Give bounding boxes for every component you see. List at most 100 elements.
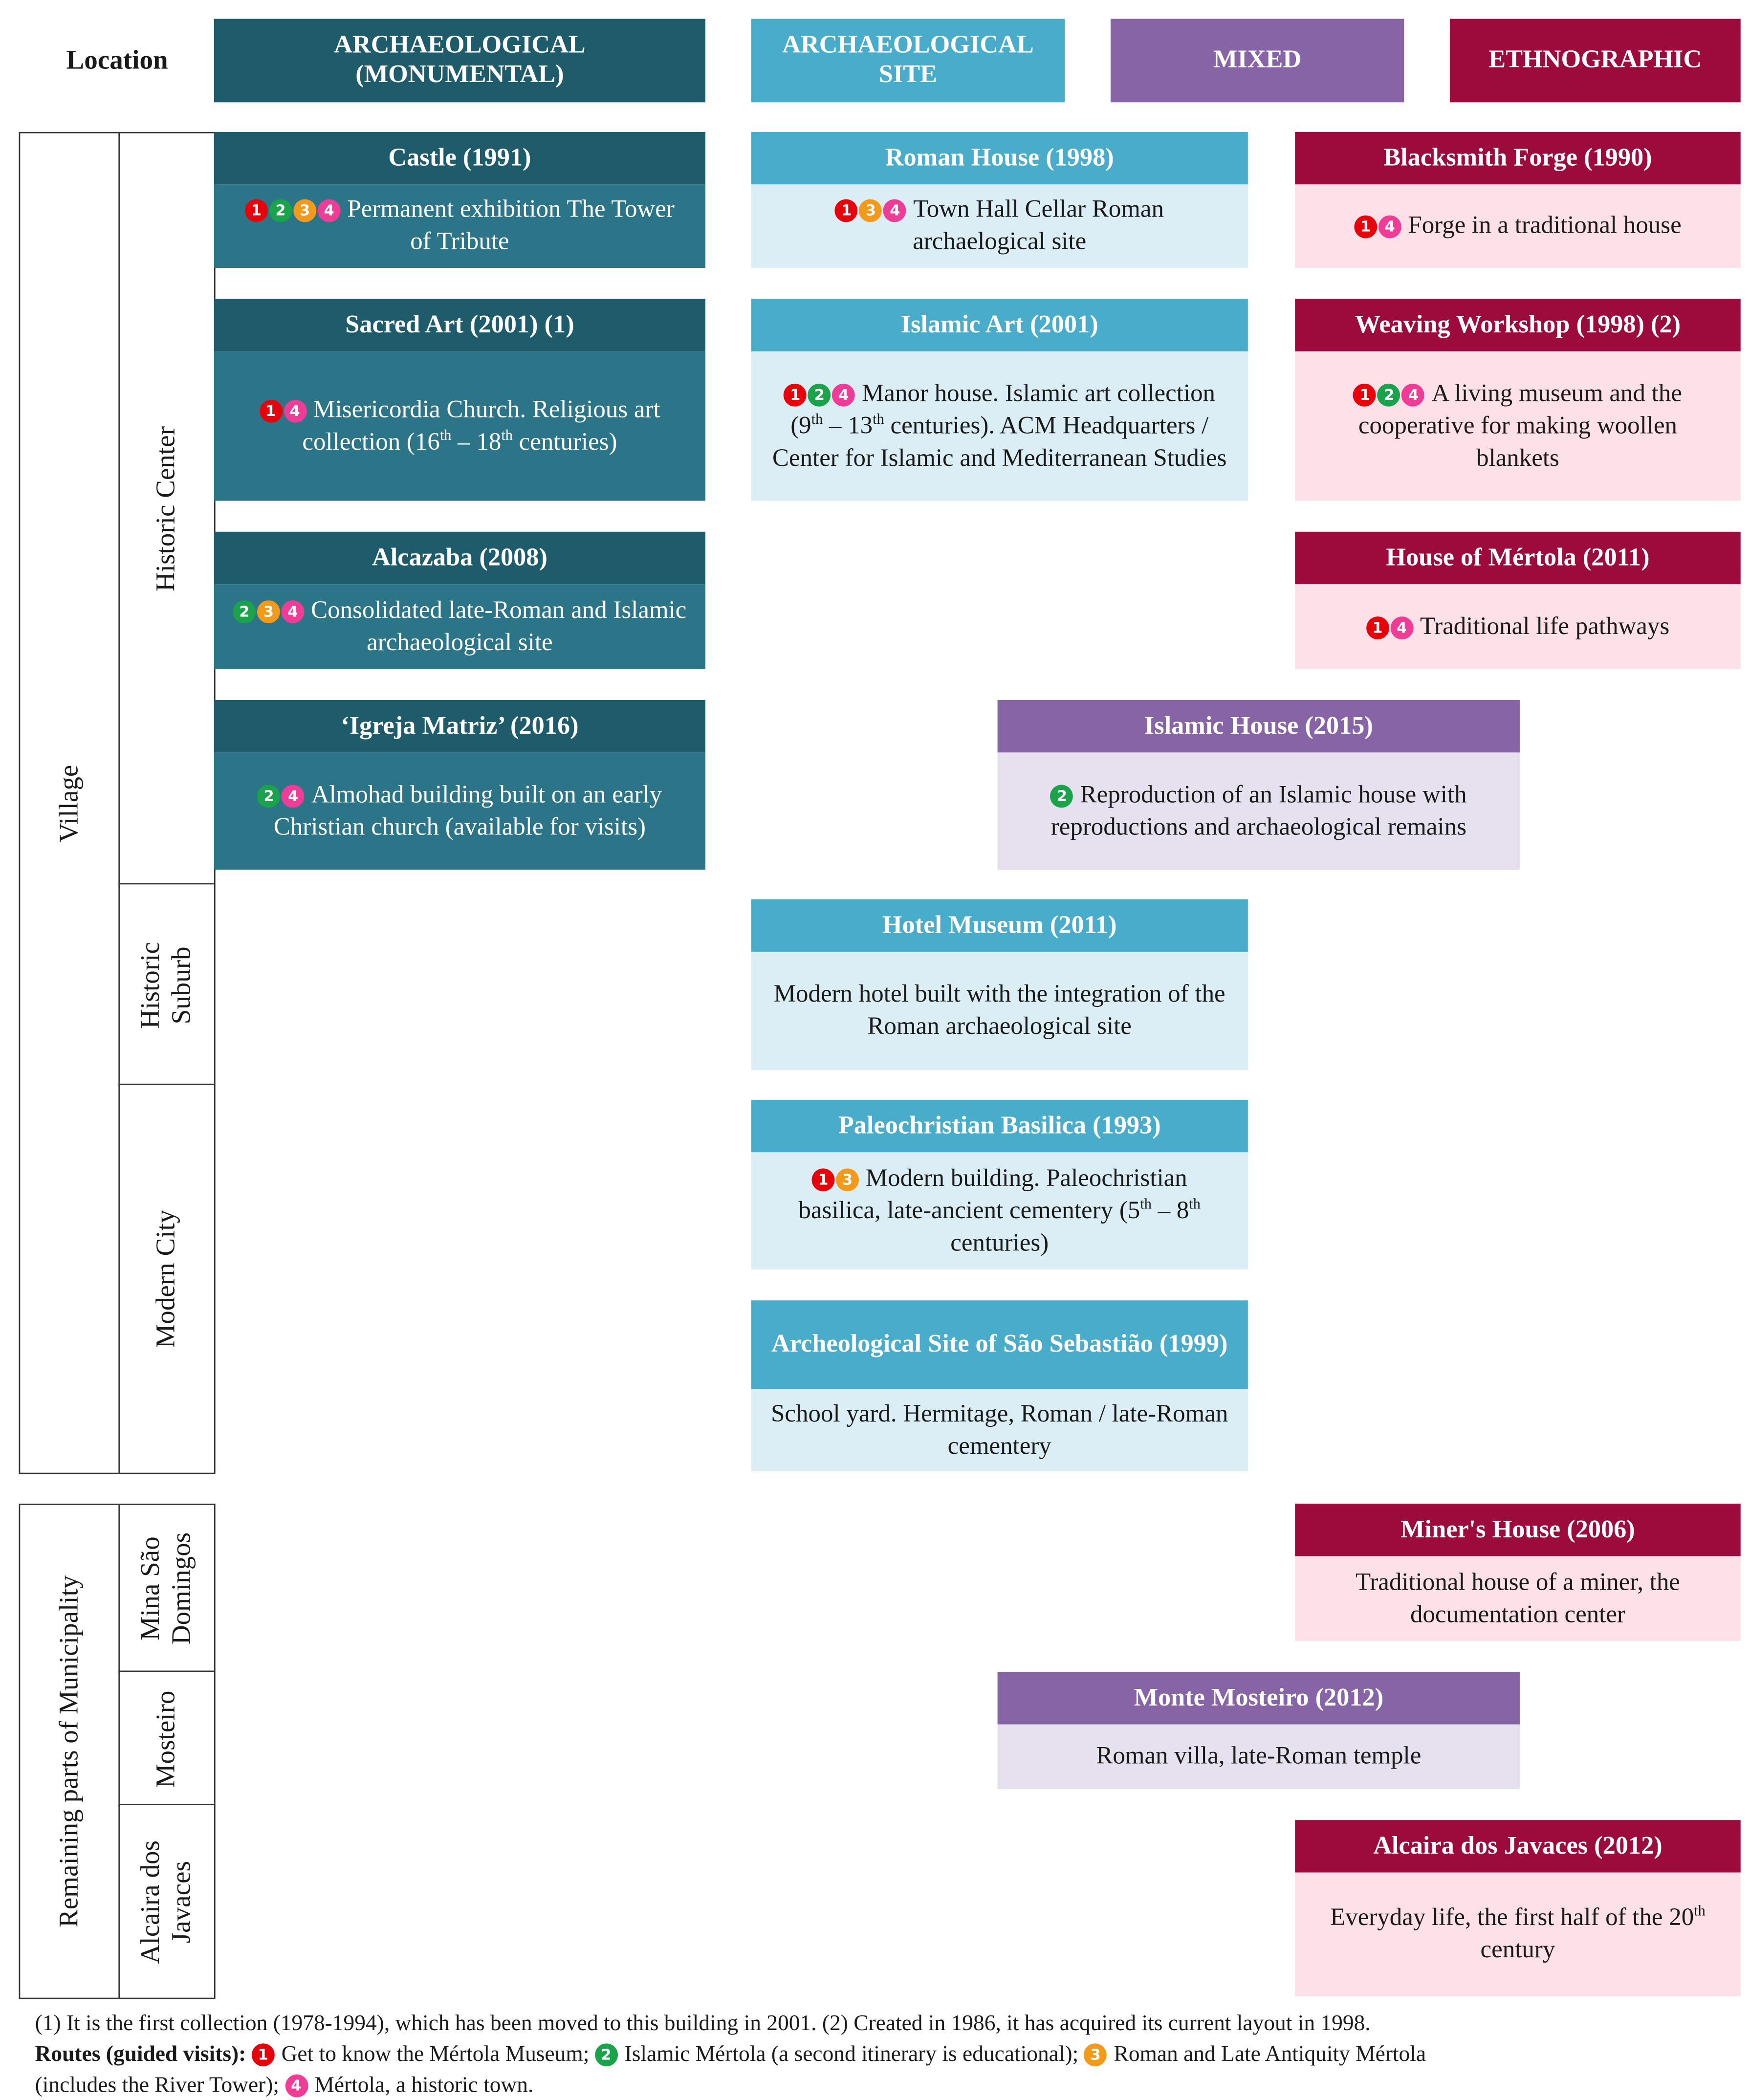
zone-label: Modern City (151, 1209, 181, 1348)
route-1-icon: 1 (251, 2043, 275, 2067)
zone-historic-center: Historic Center (118, 131, 216, 886)
route-1-icon: 1 (784, 383, 807, 406)
route-2-icon: 2 (1050, 784, 1073, 807)
route-2-icon: 2 (1378, 383, 1401, 406)
column-header-line: (MONUMENTAL) (355, 60, 564, 89)
museum-hotel-museum: Hotel Museum (2011)Modern hotel built wi… (751, 899, 1248, 1071)
museum-description: Roman villa, late-Roman temple (997, 1724, 1520, 1789)
column-header-line: ARCHAEOLOGICAL (782, 31, 1034, 60)
zone-modern-city: Modern City (118, 1083, 216, 1474)
region-remaining-municipality: Remaining parts of Municipality (19, 1504, 121, 1999)
route-3-icon: 3 (257, 599, 280, 623)
zone-label: Mosteiro (151, 1690, 181, 1788)
museum-sao-sebastiao: Archeological Site of São Sebastião (199… (751, 1300, 1248, 1471)
museum-title: Castle (1991) (214, 131, 706, 185)
zone-label-line: Alcaira dos (136, 1839, 166, 1963)
zone-label-line: Domingos (167, 1532, 197, 1645)
museum-title: Paleochristian Basilica (1993) (751, 1099, 1248, 1153)
museum-alcaira-dos-javaces: Alcaira dos Javaces (2012)Everyday life,… (1295, 1820, 1741, 1996)
zone-label-line: Historic (136, 941, 166, 1028)
museum-description: School yard. Hermitage, Roman / late-Rom… (751, 1389, 1248, 1471)
museum-title: Alcaira dos Javaces (2012) (1295, 1820, 1741, 1873)
museum-description: Traditional house of a miner, the docume… (1295, 1556, 1741, 1641)
route-4-icon: 4 (282, 784, 305, 807)
column-header-ethnographic: ETHNOGRAPHIC (1449, 19, 1741, 103)
route-1-icon: 1 (1354, 215, 1378, 239)
route-2-icon: 2 (233, 599, 256, 623)
museum-title: Blacksmith Forge (1990) (1295, 131, 1741, 185)
museum-title: Hotel Museum (2011) (751, 899, 1248, 952)
route-1-icon: 1 (1353, 383, 1377, 406)
route-2-icon: 2 (257, 784, 281, 807)
route-4-icon: 4 (832, 383, 855, 406)
route-3-icon: 3 (293, 199, 317, 222)
route-4-icon: 4 (283, 399, 306, 422)
route-4-icon: 4 (317, 199, 341, 222)
route-1-icon: 1 (245, 199, 268, 222)
route-3-label-cont: (includes the River Tower); (35, 2072, 280, 2098)
museum-description: Modern hotel built with the integration … (751, 951, 1248, 1071)
footnote-routes-cont: (includes the River Tower); 4 Mértola, a… (35, 2069, 1745, 2100)
museum-description: Everyday life, the first half of the 20t… (1295, 1872, 1741, 1996)
region-village: Village (19, 131, 121, 1474)
column-header-mixed: MIXED (1110, 19, 1404, 103)
route-4-icon: 4 (284, 2074, 308, 2098)
zone-label: Historic Center (151, 426, 181, 591)
column-header-line: ARCHAEOLOGICAL (334, 31, 586, 60)
zone-mosteiro: Mosteiro (118, 1670, 216, 1807)
museum-title: Weaving Workshop (1998) (2) (1295, 299, 1741, 351)
footnote-routes: Routes (guided visits): 1 Get to know th… (35, 2038, 1745, 2069)
route-1-icon: 1 (1366, 615, 1389, 639)
footnote-notes: (1) It is the first collection (1978-199… (35, 2010, 1371, 2035)
route-1-icon: 1 (811, 1167, 835, 1191)
museum-title: Archeological Site of São Sebastião (199… (751, 1300, 1248, 1389)
route-2-icon: 2 (808, 383, 831, 406)
route-3-icon: 3 (836, 1167, 859, 1191)
museum-title: Islamic Art (2001) (751, 299, 1248, 351)
museum-miners-house: Miner's House (2006)Traditional house of… (1295, 1504, 1741, 1641)
route-1-icon: 1 (259, 399, 283, 422)
zone-label-line: Suburb (167, 945, 197, 1024)
route-1-label: Get to know the Mértola Museum; (281, 2040, 590, 2067)
region-label: Village (54, 764, 85, 842)
route-3-icon: 3 (859, 199, 882, 222)
column-header-line: ETHNOGRAPHIC (1488, 45, 1702, 74)
route-2-label: Islamic Mértola (a second itinerary is e… (624, 2040, 1079, 2067)
route-4-icon: 4 (1378, 215, 1401, 239)
route-4-icon: 4 (1390, 615, 1414, 639)
route-2-icon: 2 (269, 199, 292, 222)
route-3-label: Roman and Late Antiquity Mértola (1114, 2040, 1426, 2067)
route-3-icon: 3 (1084, 2043, 1107, 2067)
route-2-icon: 2 (594, 2043, 618, 2067)
route-4-icon: 4 (1402, 383, 1425, 406)
